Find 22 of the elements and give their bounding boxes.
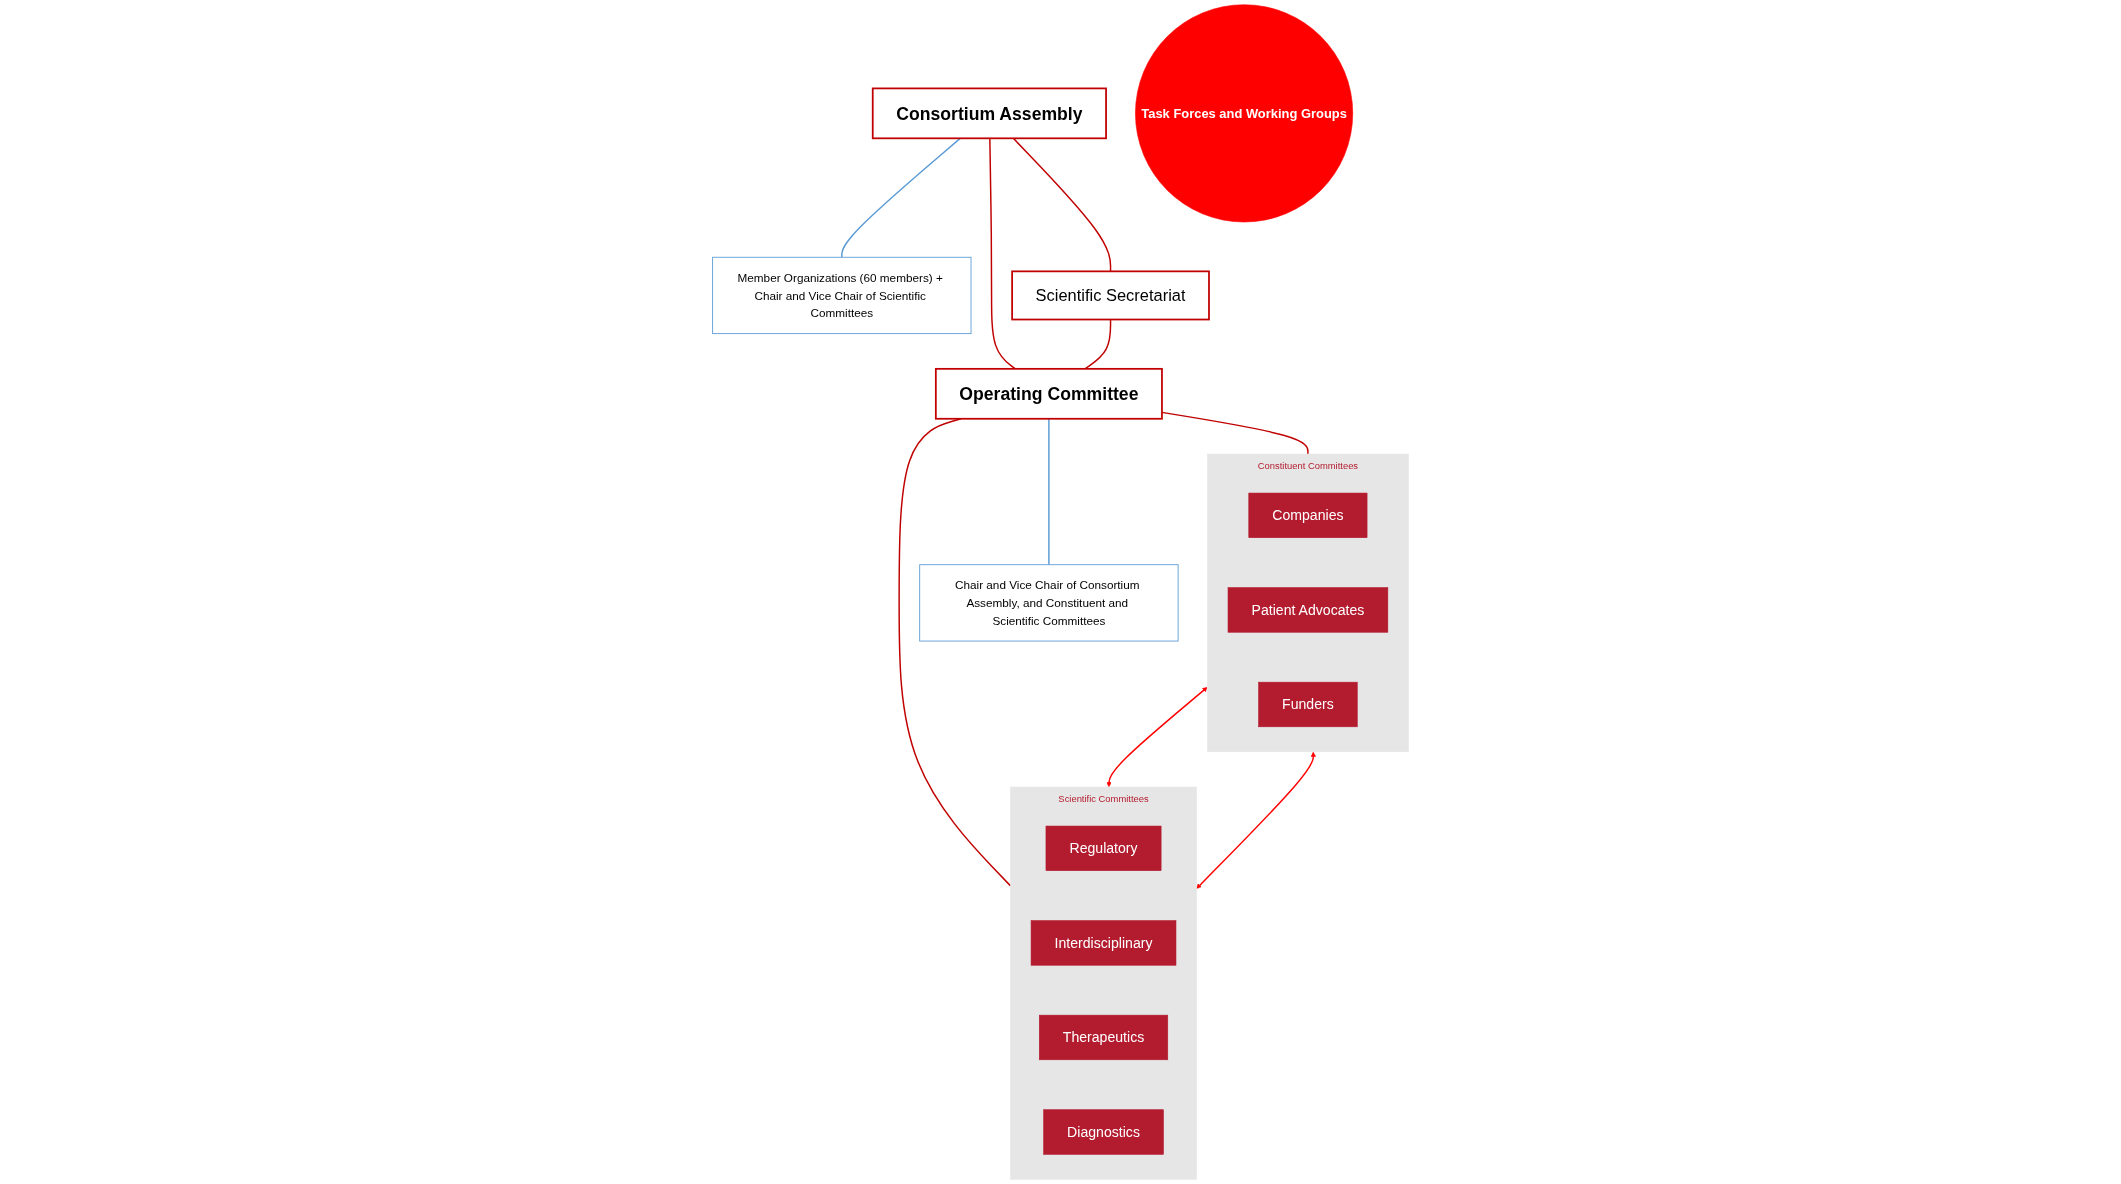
node-box: Consortium Assembly — [871, 87, 1107, 140]
arrow — [1196, 751, 1316, 889]
node-box: Member Organizations (60 members) + Chair and Vice Chair of Scientific Committees — [712, 256, 972, 335]
connector — [841, 137, 961, 258]
node-box: Regulatory — [1045, 825, 1162, 871]
node-box: Patient Advocates — [1227, 587, 1389, 633]
connector — [1012, 137, 1112, 273]
connector — [1048, 418, 1050, 566]
connector — [1084, 318, 1112, 370]
node-box: Operating Committee — [934, 367, 1163, 420]
node-box: Funders — [1258, 681, 1358, 728]
node-box: Scientific Secretariat — [1011, 270, 1210, 321]
node-box: Companies — [1248, 492, 1368, 538]
connector — [1161, 411, 1309, 455]
node-box: Chair and Vice Chair of Consortium Assembly, and Constituent and Scientific Committees — [919, 564, 1179, 642]
node-box: Therapeutics — [1039, 1014, 1169, 1061]
node-box: Interdisciplinary — [1030, 920, 1177, 966]
connector — [898, 418, 1012, 887]
arrow — [1106, 687, 1208, 788]
node-circle: Task Forces and Working Groups — [1135, 4, 1354, 223]
node-box: Diagnostics — [1043, 1109, 1164, 1155]
connector — [989, 137, 1017, 370]
